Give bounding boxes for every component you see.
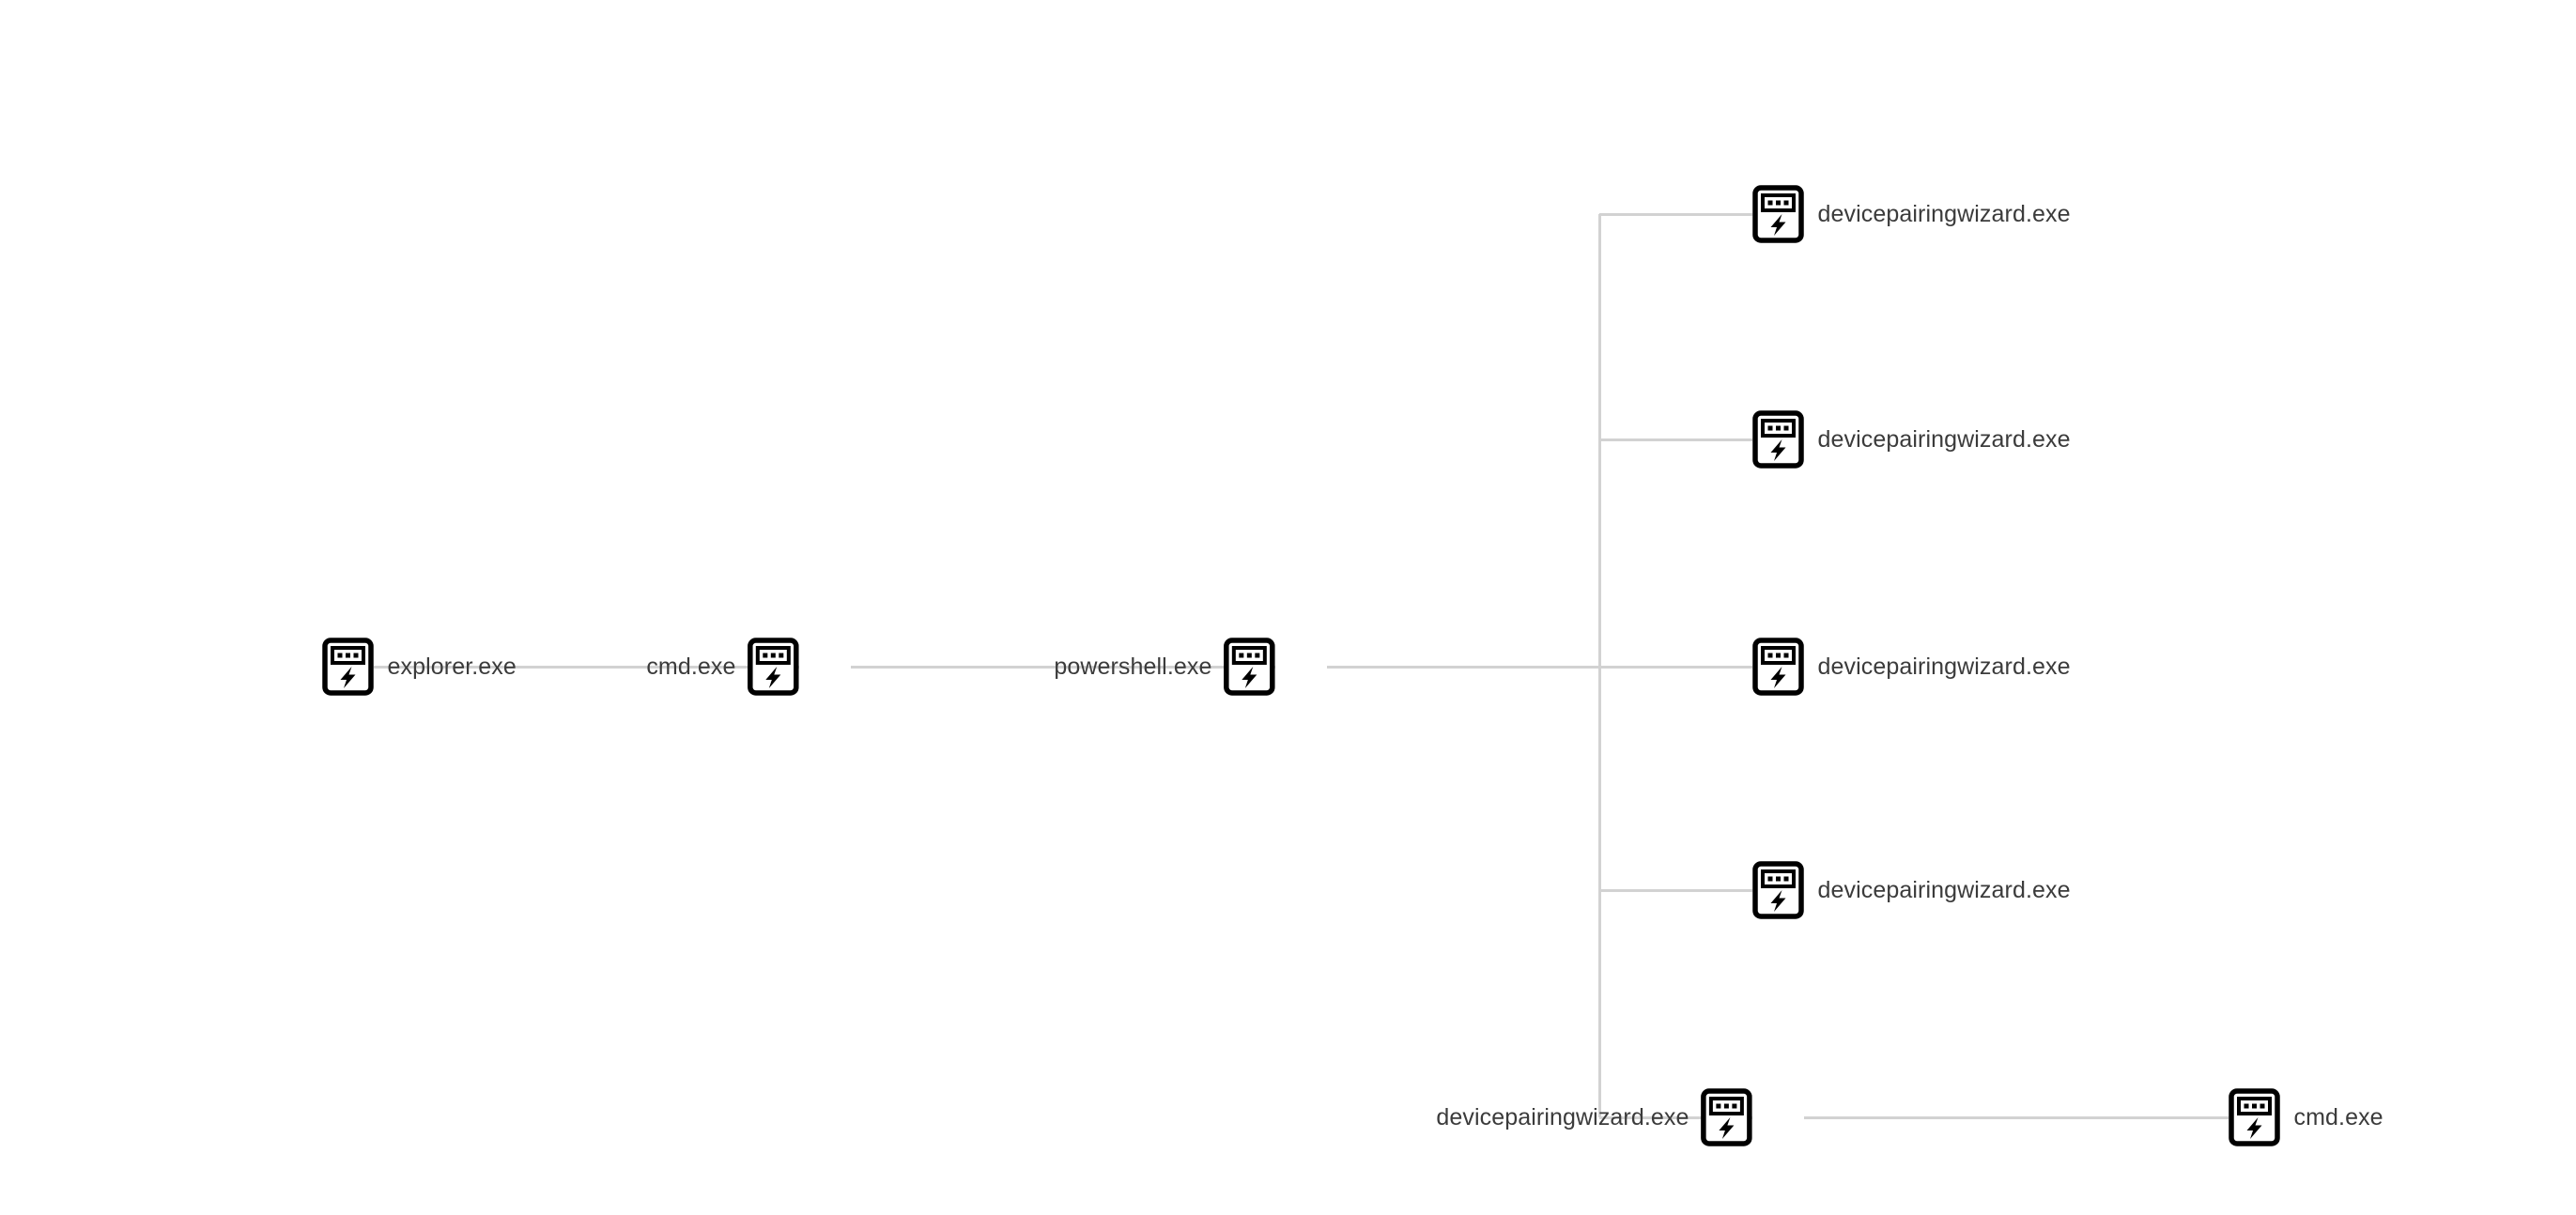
edge-powershell-to-dpw-2 — [1599, 438, 1752, 441]
process-node-label: devicepairingwizard.exe — [1817, 425, 2071, 453]
process-node-explorer[interactable]: explorer.exe — [321, 638, 517, 696]
process-node-cmd-1[interactable]: cmd.exe — [646, 638, 799, 696]
process-node-label: cmd.exe — [2293, 1103, 2383, 1130]
executable-process-icon[interactable] — [1751, 185, 1804, 243]
edge-trunk-vertical — [1597, 214, 1601, 1117]
edge-powershell-to-dpw-5 — [1599, 1115, 1752, 1119]
executable-process-icon[interactable] — [1751, 410, 1804, 469]
edge-powershell-to-dpw-4 — [1599, 888, 1752, 892]
process-node-dpw-2[interactable]: devicepairingwizard.exe — [1751, 410, 2071, 469]
process-node-dpw-5[interactable]: devicepairingwizard.exe — [1436, 1088, 1752, 1146]
process-node-label: powershell.exe — [1054, 653, 1212, 680]
edge-powershell-to-trunk — [1326, 665, 1599, 669]
process-node-label: devicepairingwizard.exe — [1436, 1103, 1689, 1130]
executable-process-icon[interactable] — [1751, 638, 1804, 696]
executable-process-icon[interactable] — [1700, 1088, 1752, 1146]
process-node-label: devicepairingwizard.exe — [1817, 876, 2071, 903]
process-node-dpw-3[interactable]: devicepairingwizard.exe — [1751, 638, 2071, 696]
executable-process-icon[interactable] — [2228, 1088, 2280, 1146]
process-node-cmd-2[interactable]: cmd.exe — [2228, 1088, 2383, 1146]
process-node-label: cmd.exe — [646, 653, 736, 680]
executable-process-icon[interactable] — [747, 638, 799, 696]
edge-dpw-5-to-cmd-2 — [1803, 1115, 2229, 1119]
process-node-label: devicepairingwizard.exe — [1817, 653, 2071, 680]
edge-cmd-1-to-powershell — [850, 665, 1275, 669]
process-node-dpw-4[interactable]: devicepairingwizard.exe — [1751, 861, 2071, 919]
process-node-powershell[interactable]: powershell.exe — [1054, 638, 1275, 696]
edge-powershell-to-dpw-1 — [1599, 212, 1752, 216]
edge-explorer-to-cmd-1 — [373, 665, 799, 669]
executable-process-icon[interactable] — [1223, 638, 1275, 696]
process-node-dpw-1[interactable]: devicepairingwizard.exe — [1751, 185, 2071, 243]
executable-process-icon[interactable] — [321, 638, 374, 696]
process-node-label: explorer.exe — [387, 653, 517, 680]
executable-process-icon[interactable] — [1751, 861, 1804, 919]
process-node-label: devicepairingwizard.exe — [1817, 200, 2071, 227]
